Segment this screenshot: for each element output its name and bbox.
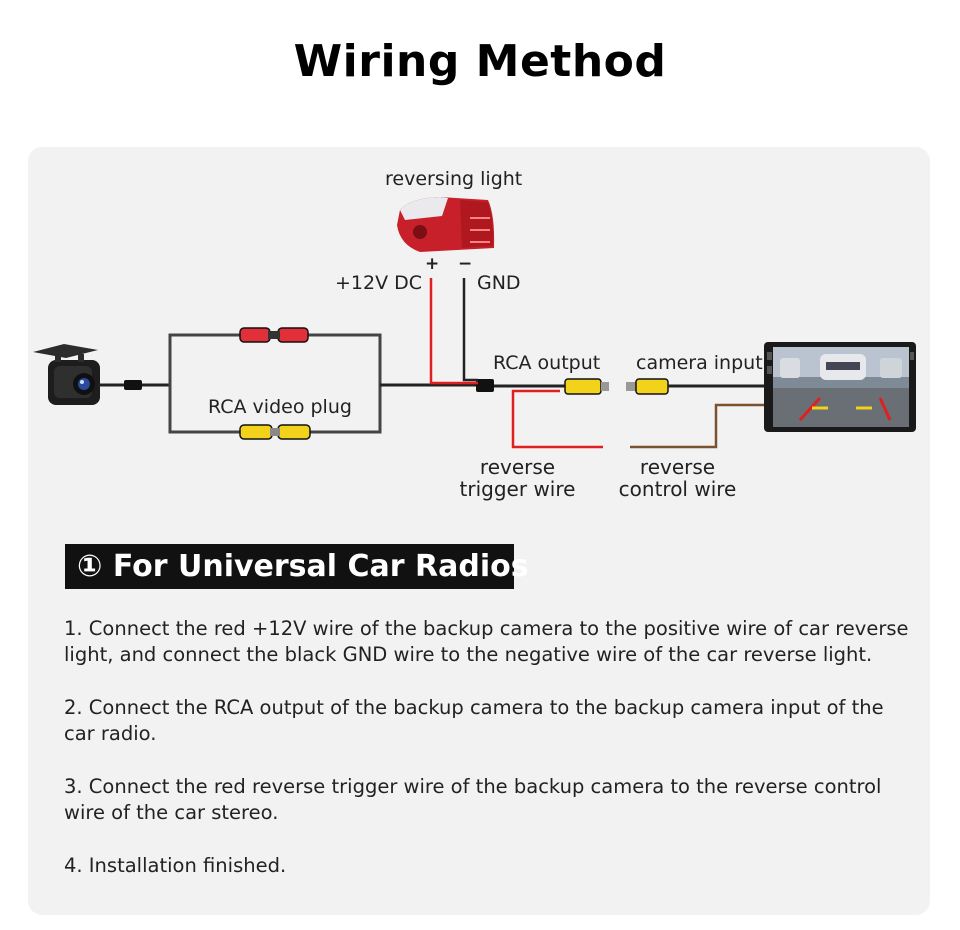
reversing-light-label: reversing light <box>385 168 523 190</box>
camera-input-plug <box>626 378 669 395</box>
junction-connector <box>476 379 494 392</box>
rca-output-label: RCA output <box>493 352 601 374</box>
minus-sign: − <box>458 254 473 274</box>
plus-sign: + <box>425 254 440 274</box>
page-title: Wiring Method <box>293 36 667 87</box>
section-heading: ① For Universal Car Radios <box>65 544 529 589</box>
wiring-diagram <box>33 197 916 449</box>
reverse-control-wire <box>630 403 766 449</box>
power-wire <box>429 278 478 385</box>
rca-output-plug <box>564 378 609 395</box>
power-label: +12V DC <box>335 272 423 294</box>
camera-input-label: camera input <box>636 352 763 374</box>
step-item: 1. Connect the red +12V wire of the back… <box>64 617 909 666</box>
car-radio-image <box>764 342 916 432</box>
reversing-light-image <box>397 197 495 252</box>
step-item: 2. Connect the RCA output of the backup … <box>64 696 884 745</box>
ground-label: GND <box>477 272 521 294</box>
reverse-trigger-label: reverse trigger wire <box>459 455 576 501</box>
rca-video-plug-connector <box>239 424 311 440</box>
power-extension-connector <box>239 327 309 343</box>
backup-camera-image <box>33 344 100 405</box>
steps-list: 1. Connect the red +12V wire of the back… <box>64 616 914 906</box>
rca-video-plug-label: RCA video plug <box>208 396 352 418</box>
reverse-control-label: reverse control wire <box>618 455 737 501</box>
wiring-panel <box>28 147 930 915</box>
reverse-trigger-wire <box>511 389 603 449</box>
ground-wire <box>462 278 478 382</box>
step-item: 4. Installation finished. <box>64 854 287 877</box>
step-item: 3. Connect the red reverse trigger wire … <box>64 775 882 824</box>
cable-ferrite <box>124 380 142 390</box>
